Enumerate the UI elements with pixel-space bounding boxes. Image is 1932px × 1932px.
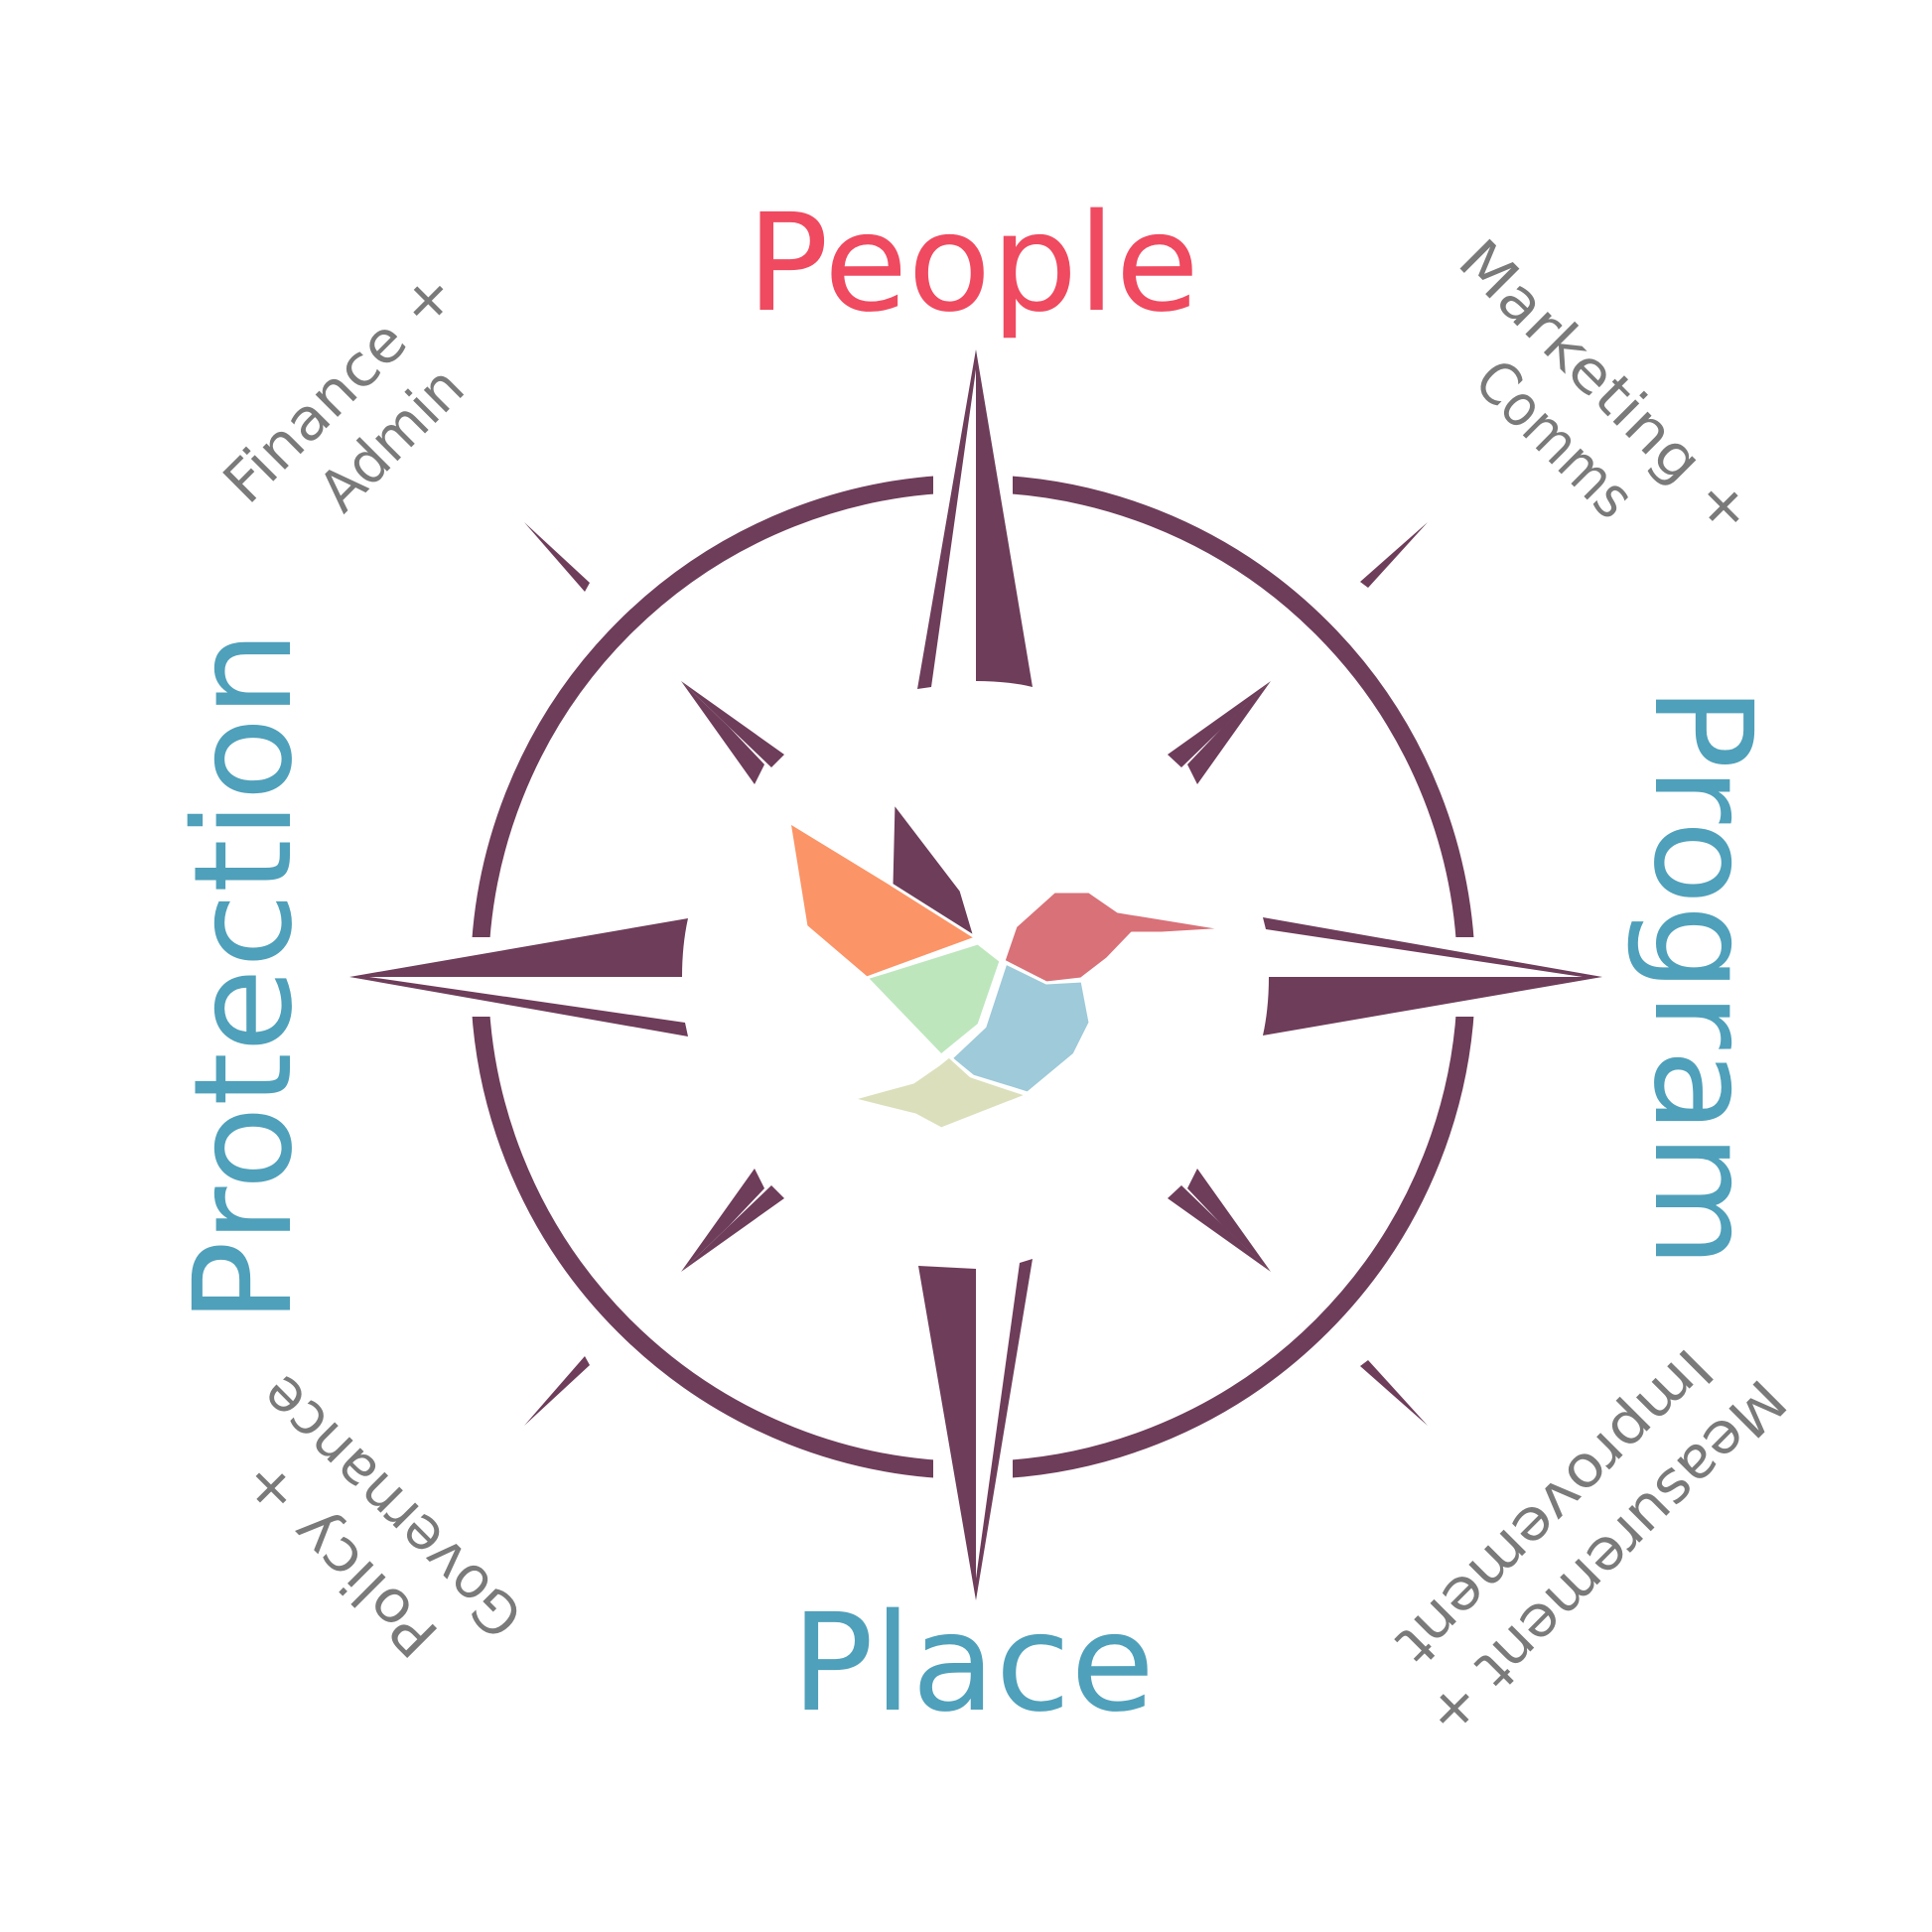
outer-tick-ne	[1360, 522, 1428, 588]
bird-wing-front	[865, 941, 1003, 1057]
bird-tail	[850, 1054, 1030, 1131]
label-west: Protection	[166, 630, 323, 1323]
north-point	[917, 349, 1033, 689]
inner-diagonal-nw	[681, 681, 784, 784]
bird-wing-upper	[890, 800, 977, 939]
label-north: People	[747, 186, 1199, 343]
outer-tick-sw	[524, 1356, 590, 1426]
outer-tick-se	[1360, 1360, 1428, 1426]
compass-rose-icon	[349, 349, 1602, 1600]
label-southeast: Measurement + Improvement	[1383, 1335, 1799, 1751]
bird-head	[1002, 890, 1230, 985]
inner-diagonal-ne	[1168, 681, 1271, 784]
west-point	[349, 918, 688, 1036]
outer-tick-nw	[524, 522, 590, 592]
label-northwest: Finance + Admin	[210, 258, 478, 525]
label-east: Program	[1623, 686, 1780, 1268]
label-southwest: Policy + Governance	[227, 1362, 535, 1670]
inner-diagonal-sw	[681, 1169, 784, 1272]
south-point	[918, 1259, 1033, 1600]
east-point	[1263, 917, 1602, 1035]
inner-diagonal-se	[1168, 1169, 1271, 1272]
label-northeast: Marketing + Comms	[1446, 226, 1767, 548]
bird-body	[949, 961, 1092, 1095]
label-south: Place	[791, 1586, 1155, 1742]
hummingbird-icon	[787, 800, 1230, 1131]
